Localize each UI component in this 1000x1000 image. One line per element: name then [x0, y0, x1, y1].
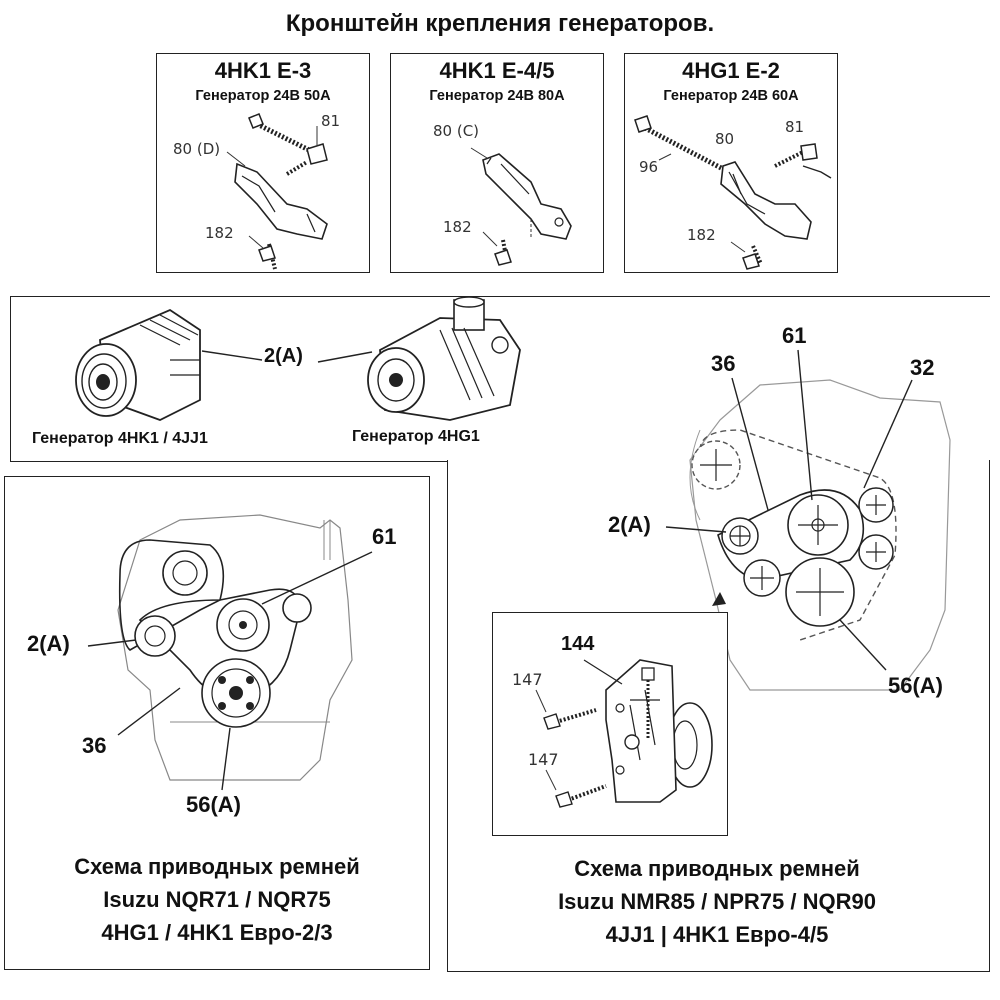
bracket-engine-title: 4HG1 E-2: [682, 58, 780, 83]
page-title: Кронштейн крепления генераторов.: [285, 10, 715, 37]
generator-4hk1-caption: Генератор 4HK1 / 4JJ1: [32, 430, 208, 447]
part-81-label: 81: [321, 112, 341, 130]
part-80-label: 80: [715, 130, 735, 148]
right-label-56a: 56(A): [888, 673, 944, 698]
right-scheme-caption: Схема приводных ремней Isuzu NMR85 / NPR…: [452, 852, 982, 951]
left-scheme-caption: Схема приводных ремней Isuzu NQR71 / NQR…: [10, 850, 424, 949]
bracket-generator-spec: Генератор 24В 80А: [429, 88, 565, 104]
bolt-label-147-bottom: 147: [528, 750, 559, 769]
part-182-label: 182: [443, 218, 472, 236]
bracket-engine-title: 4HK1 E-4/5: [439, 58, 555, 83]
bracket-drawing: [470, 147, 572, 266]
caption-line: Isuzu NMR85 / NPR75 / NQR90: [558, 889, 876, 914]
generator-4hg1-caption: Генератор 4HG1: [352, 428, 480, 445]
right-label-32: 32: [910, 355, 935, 380]
bracket-drawing: [226, 113, 328, 270]
alternator-callout-2a: 2(A): [264, 345, 303, 367]
part-80c-label: 80 (C): [433, 122, 480, 140]
caption-line: Схема приводных ремней: [74, 854, 360, 879]
left-label-61: 61: [372, 524, 397, 549]
caption-line: 4JJ1 | 4HK1 Евро-4/5: [605, 922, 829, 947]
bracket-panel-4hg1-e2: 4HG1 E-2 Генератор 24В 60А 81 80 96 182: [624, 53, 838, 273]
bracket-panel-4hk1-e45: 4HK1 E-4/5 Генератор 24В 80А 80 (C) 182: [390, 53, 604, 273]
bracket-generator-spec: Генератор 24В 60А: [663, 88, 799, 104]
bracket-panel-4hk1-e3: 4HK1 E-3 Генератор 24В 50А 81 80 (D) 182: [156, 53, 370, 273]
caption-line: 4HG1 / 4HK1 Евро-2/3: [101, 920, 333, 945]
tensioner-label-144: 144: [561, 633, 595, 655]
right-label-61: 61: [782, 323, 807, 348]
left-label-2a: 2(A): [27, 631, 70, 656]
bracket-drawing: [634, 115, 832, 270]
right-label-36: 36: [711, 351, 736, 376]
right-label-2a: 2(A): [608, 512, 651, 537]
bolt-label-147-top: 147: [512, 670, 543, 689]
part-96-label: 96: [639, 158, 659, 176]
part-80d-label: 80 (D): [173, 140, 221, 158]
bracket-generator-spec: Генератор 24В 50А: [195, 88, 331, 104]
generator-4hk1-image: [75, 308, 201, 421]
part-81-label: 81: [785, 118, 805, 136]
generator-4hg1-image: [367, 296, 521, 421]
left-label-36: 36: [82, 733, 107, 758]
left-label-56a: 56(A): [186, 792, 242, 817]
part-182-label: 182: [687, 226, 716, 244]
caption-line: Isuzu NQR71 / NQR75: [103, 887, 331, 912]
part-182-label: 182: [205, 224, 234, 242]
caption-line: Схема приводных ремней: [574, 856, 860, 881]
bracket-engine-title: 4HK1 E-3: [214, 58, 312, 83]
